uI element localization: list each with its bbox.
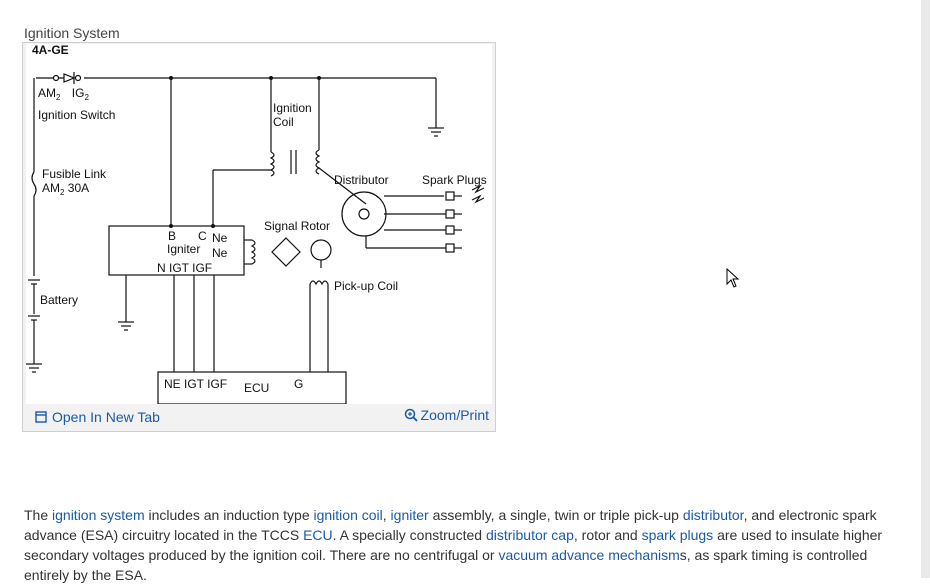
igniter-label: Igniter	[167, 242, 200, 256]
signal-rotor-label: Signal Rotor	[264, 219, 330, 233]
ignition-system-diagram[interactable]: 4A-GE AM2 IG2 Ignition Switch Fusible Li…	[26, 44, 492, 404]
battery-label: Battery	[40, 293, 78, 307]
zoom-in-icon	[404, 408, 418, 422]
ignition-coil-label-2: Coil	[273, 115, 294, 129]
engine-code-label: 4A-GE	[32, 44, 69, 57]
vertical-scrollbar[interactable]	[921, 0, 930, 578]
zoom-print-link[interactable]: Zoom/Print	[404, 407, 489, 423]
figure-title: Ignition System	[24, 25, 120, 41]
link-distributor[interactable]: distributor	[682, 507, 744, 523]
igniter-ne-minus-label: Ne	[212, 246, 228, 260]
igniter-ne-plus-label: Ne	[212, 231, 228, 245]
ignition-switch-label: Ignition Switch	[38, 108, 115, 122]
am2-label: AM	[38, 86, 56, 100]
igniter-pins-label: N IGT IGF	[157, 261, 212, 275]
mouse-cursor-icon	[726, 268, 740, 288]
open-in-new-tab-label: Open In New Tab	[52, 409, 160, 425]
open-in-new-tab-link[interactable]: Open In New Tab	[35, 409, 160, 425]
fusible-rating-label: AM	[42, 181, 60, 195]
ecu-label: ECU	[244, 381, 269, 395]
link-spark-plugs[interactable]: spark plugs	[641, 527, 714, 543]
ecu-pins-label: NE IGT IGF	[164, 377, 227, 391]
igniter-c-label: C	[198, 229, 207, 243]
link-ecu[interactable]: ECU	[303, 527, 333, 543]
distributor-label: Distributor	[334, 173, 389, 187]
ecu-g-pins-label: G	[294, 377, 303, 391]
figure-container: 4A-GE AM2 IG2 Ignition Switch Fusible Li…	[22, 42, 496, 432]
article-paragraph: The ignition system includes an inductio…	[24, 507, 883, 583]
ignition-coil-label-1: Ignition	[273, 101, 312, 115]
svg-text:AM2 IG2: AM2 IG2	[38, 86, 89, 103]
link-vacuum-advance[interactable]: vacuum advance mechanism	[498, 547, 680, 563]
link-igniter[interactable]: igniter	[390, 507, 429, 523]
fusible-link-label: Fusible Link	[42, 167, 107, 181]
ig2-label: IG	[72, 86, 85, 100]
pickup-coil-label: Pick-up Coil	[334, 279, 398, 293]
igniter-b-label: B	[168, 229, 176, 243]
zoom-print-label: Zoom/Print	[420, 407, 489, 423]
svg-text:AM2 30A: AM2 30A	[42, 181, 89, 197]
spark-plugs-label: Spark Plugs	[422, 173, 487, 187]
link-ignition-coil[interactable]: ignition coil	[313, 507, 383, 523]
open-in-new-tab-icon	[35, 411, 47, 423]
link-distributor-cap[interactable]: distributor cap	[485, 527, 574, 543]
link-ignition-system[interactable]: ignition system	[52, 507, 145, 523]
